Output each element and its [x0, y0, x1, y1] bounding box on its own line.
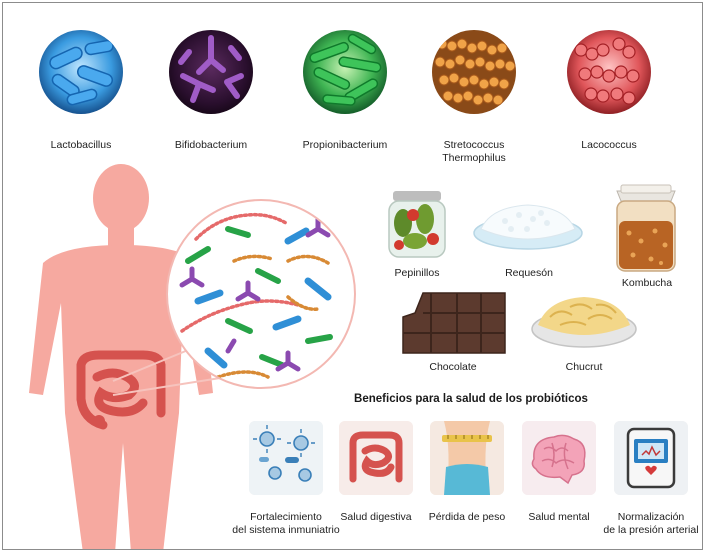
- bifidobacterium-icon: [169, 30, 253, 114]
- microbiome-magnifier: [166, 199, 356, 389]
- bacteria-label-streptococcus-line1: Stretococcus: [443, 139, 505, 151]
- benefit-label-weight: Pérdida de peso: [428, 511, 506, 523]
- bacteria-label-lactococcus: Lacococcus: [581, 139, 637, 151]
- pickles-jar-icon: [385, 189, 449, 259]
- mental-health-brain-icon: [522, 421, 596, 495]
- benefit-label-immune-line1: Fortalecimiento: [250, 511, 322, 523]
- chocolate-bar-icon: [401, 291, 507, 355]
- food-label-cottage: Requesón: [505, 267, 553, 279]
- benefit-label-immune-line2: del sistema inmuniatrio: [232, 524, 340, 536]
- immune-system-icon: [249, 421, 323, 495]
- propionibacterium-icon: [303, 30, 387, 114]
- food-label-sauerkraut: Chucrut: [565, 361, 603, 373]
- bacteria-label-streptococcus-line2: Thermophilus: [442, 152, 506, 164]
- digestive-health-icon: [339, 421, 413, 495]
- benefits-title: Beneficios para la salud de los probióti…: [354, 393, 588, 405]
- bacteria-label-bifidobacterium: Bifidobacterium: [174, 139, 248, 151]
- food-label-kombucha: Kombucha: [621, 277, 673, 289]
- bacteria-label-propionibacterium: Propionibacterium: [302, 139, 388, 151]
- food-label-pickles: Pepinillos: [394, 267, 440, 279]
- kombucha-jar-icon: [611, 181, 681, 273]
- bacteria-label-lactobacillus: Lactobacillus: [50, 139, 112, 151]
- lactococcus-icon: [567, 30, 651, 114]
- streptococcus-icon: [432, 30, 516, 114]
- weight-loss-icon: [430, 421, 504, 495]
- benefit-label-bp-line1: Normalización: [617, 511, 685, 523]
- blood-pressure-monitor-icon: [614, 421, 688, 495]
- benefit-label-blood-pressure: Normalización de la presión arterial: [591, 511, 702, 537]
- benefit-label-bp-line2: de la presión arterial: [603, 524, 699, 536]
- bacteria-label-streptococcus: Stretococcus Thermophilus: [419, 139, 529, 165]
- sauerkraut-bowl-icon: [530, 293, 638, 351]
- cottage-cheese-bowl-icon: [471, 199, 585, 255]
- benefit-label-mental: Salud mental: [528, 511, 590, 523]
- lactobacillus-icon: [39, 30, 123, 114]
- benefit-label-immune: Fortalecimiento del sistema inmuniatrio: [226, 511, 346, 537]
- food-label-chocolate: Chocolate: [429, 361, 477, 373]
- benefit-label-digestive: Salud digestiva: [340, 511, 412, 523]
